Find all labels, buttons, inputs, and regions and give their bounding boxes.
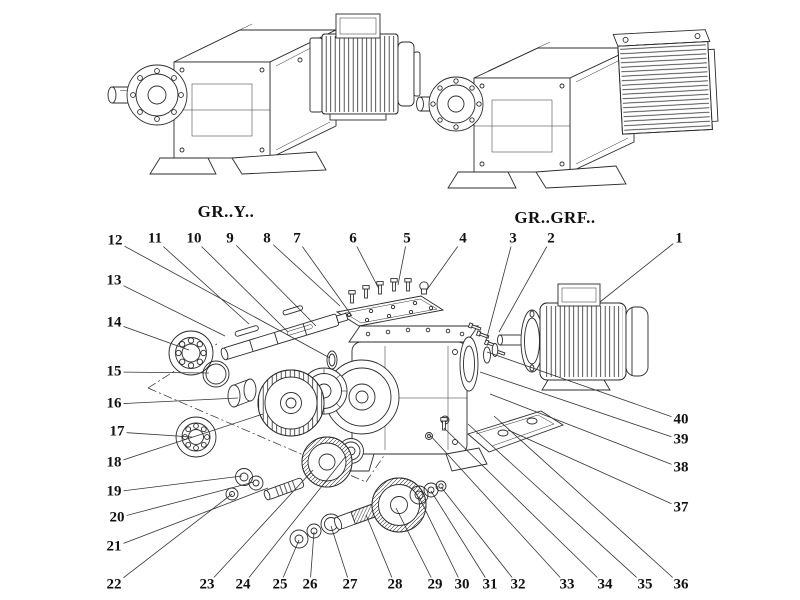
input-shaft-assembly bbox=[168, 305, 349, 458]
leader-line-16 bbox=[113, 397, 239, 405]
leader-line-13 bbox=[113, 280, 226, 337]
leader-line-5 bbox=[397, 238, 408, 286]
leader-line-35 bbox=[467, 423, 646, 586]
top-cover-and-bolts bbox=[326, 278, 445, 370]
exploded-view bbox=[147, 278, 649, 549]
leader-line-34 bbox=[443, 427, 606, 586]
leader-line-32 bbox=[440, 486, 519, 586]
leader-line-39 bbox=[479, 371, 682, 441]
leader-line-17 bbox=[116, 431, 193, 438]
leader-line-8 bbox=[266, 238, 341, 307]
leader-line-10 bbox=[193, 238, 289, 333]
leader-line-2 bbox=[498, 238, 552, 333]
leader-line-1 bbox=[599, 238, 680, 303]
gear-housing-drawing bbox=[324, 325, 565, 472]
assembled-view-gr-grf bbox=[416, 29, 719, 189]
leader-line-23 bbox=[206, 469, 314, 586]
leader-line-6 bbox=[352, 238, 380, 290]
leader-line-25 bbox=[279, 539, 300, 586]
output-shaft-assembly bbox=[289, 477, 447, 549]
leader-line-24 bbox=[242, 455, 347, 586]
leader-line-15 bbox=[113, 371, 210, 374]
primary-gear-set bbox=[257, 367, 348, 437]
leader-line-18 bbox=[113, 413, 264, 464]
leader-line-29 bbox=[395, 507, 436, 586]
leader-line-37 bbox=[507, 429, 682, 509]
leader-line-14 bbox=[113, 322, 190, 351]
leader-line-22 bbox=[113, 493, 233, 586]
leader-line-40 bbox=[486, 351, 682, 421]
leader-line-7 bbox=[296, 238, 353, 317]
leader-lines bbox=[113, 238, 682, 586]
leader-line-38 bbox=[489, 393, 682, 469]
assembled-view-gr-y bbox=[107, 13, 421, 175]
leader-line-21 bbox=[113, 487, 269, 548]
leader-line-11 bbox=[154, 238, 250, 325]
leader-line-31 bbox=[430, 490, 491, 586]
leader-line-3 bbox=[485, 238, 514, 342]
leader-line-30 bbox=[418, 496, 463, 586]
leader-line-28 bbox=[365, 514, 396, 586]
leader-line-4 bbox=[425, 238, 464, 292]
leader-line-20 bbox=[116, 481, 255, 519]
leader-line-19 bbox=[113, 475, 243, 493]
leader-line-12 bbox=[114, 240, 331, 359]
leader-line-26 bbox=[309, 531, 315, 586]
leader-line-9 bbox=[229, 238, 317, 327]
leader-line-36 bbox=[493, 415, 682, 586]
motor-assembly-drawing bbox=[467, 283, 649, 391]
leader-line-27 bbox=[330, 525, 351, 586]
intermediate-gear-set bbox=[225, 436, 364, 501]
leader-line-33 bbox=[428, 433, 568, 586]
